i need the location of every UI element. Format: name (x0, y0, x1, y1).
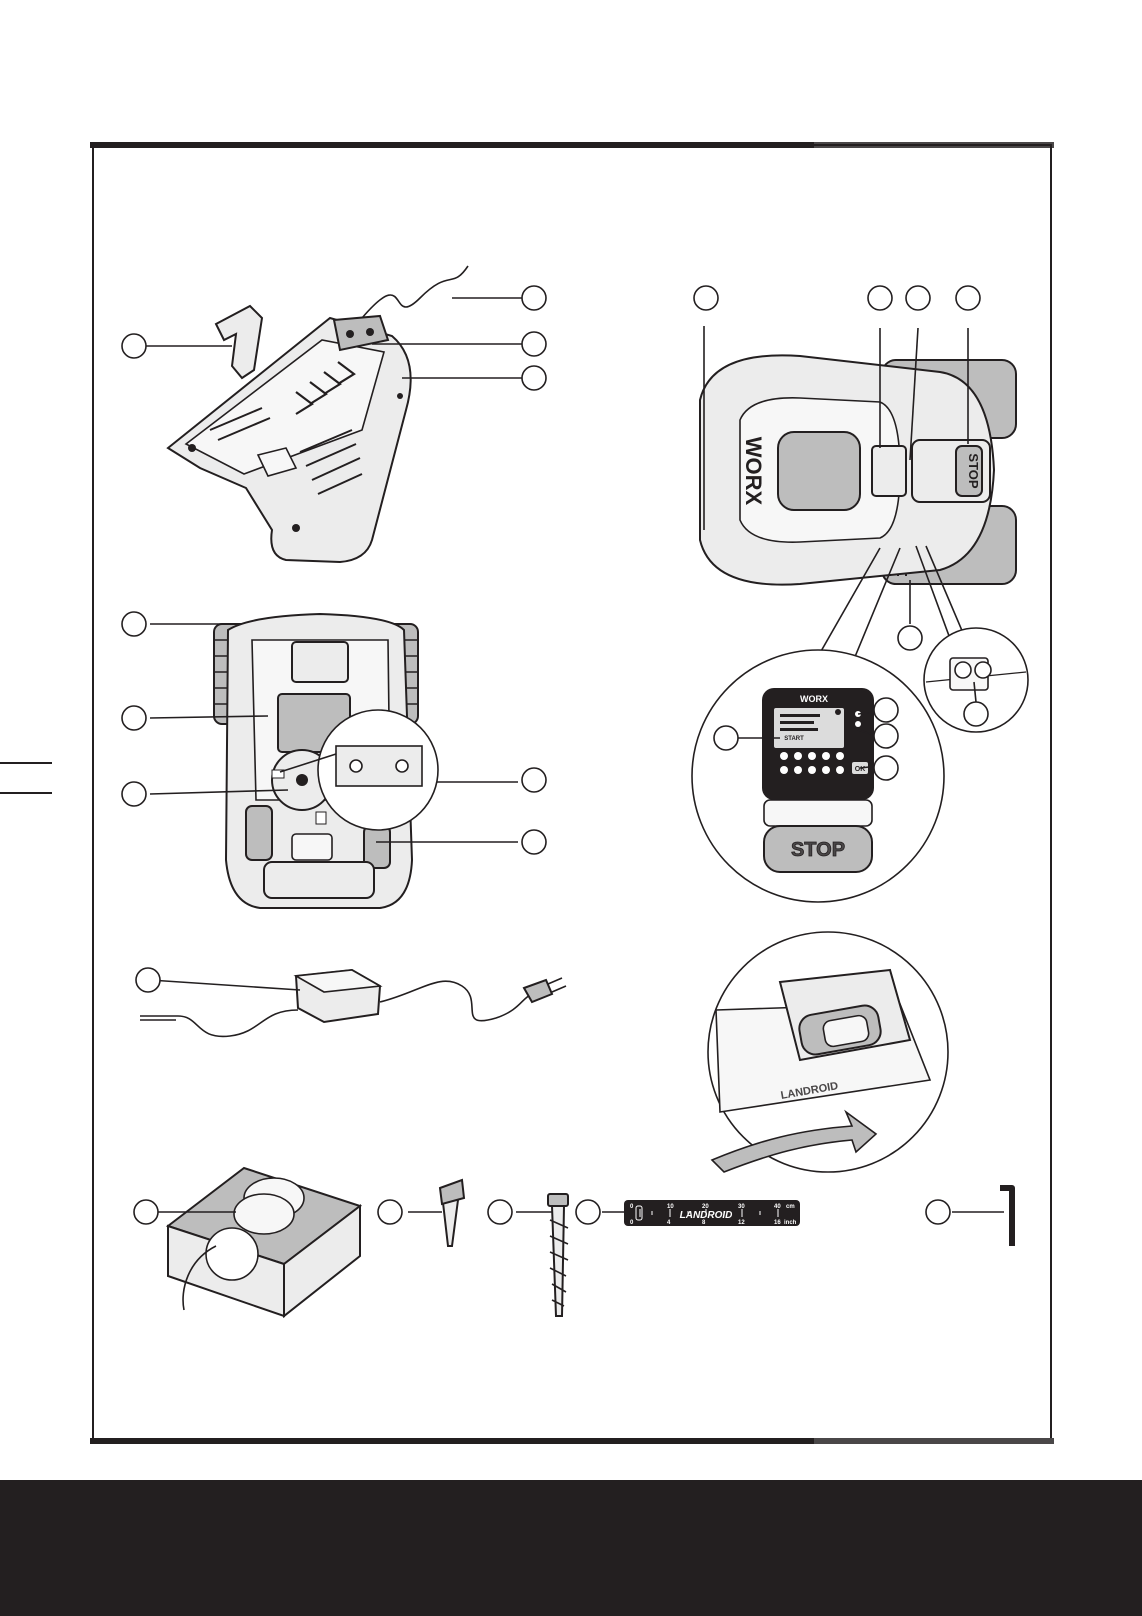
svg-text:STOP: STOP (966, 453, 981, 488)
power-supply (140, 970, 566, 1036)
charging-station (168, 266, 468, 562)
svg-text:cm: cm (786, 1204, 795, 1210)
spare-blades-foam (150, 1168, 360, 1316)
ground-screw (516, 1194, 568, 1316)
svg-text:WORX: WORX (800, 694, 828, 704)
mower-underside-view (150, 614, 518, 908)
svg-text:LANDROID: LANDROID (680, 1210, 733, 1221)
svg-text:40: 40 (774, 1204, 781, 1210)
svg-text:10: 10 (667, 1204, 674, 1210)
svg-text:30: 30 (738, 1204, 745, 1210)
wire-peg (408, 1180, 464, 1246)
blade-removal-detail: LANDROID (708, 932, 948, 1172)
mower-top-view: WORX STOP (700, 326, 1016, 644)
distance-ruler: 0 10 20 30 40 cm 0 4 8 12 16 inch LANDRO… (602, 1200, 800, 1226)
svg-text:16: 16 (774, 1220, 781, 1226)
svg-text:inch: inch (784, 1220, 797, 1226)
control-panel-detail: WORX START OK STOP (692, 548, 944, 902)
svg-text:WORX: WORX (741, 437, 766, 506)
svg-text:START: START (784, 736, 804, 742)
svg-text:STOP: STOP (791, 839, 845, 861)
hex-key (952, 1188, 1012, 1246)
svg-text:12: 12 (738, 1220, 745, 1226)
